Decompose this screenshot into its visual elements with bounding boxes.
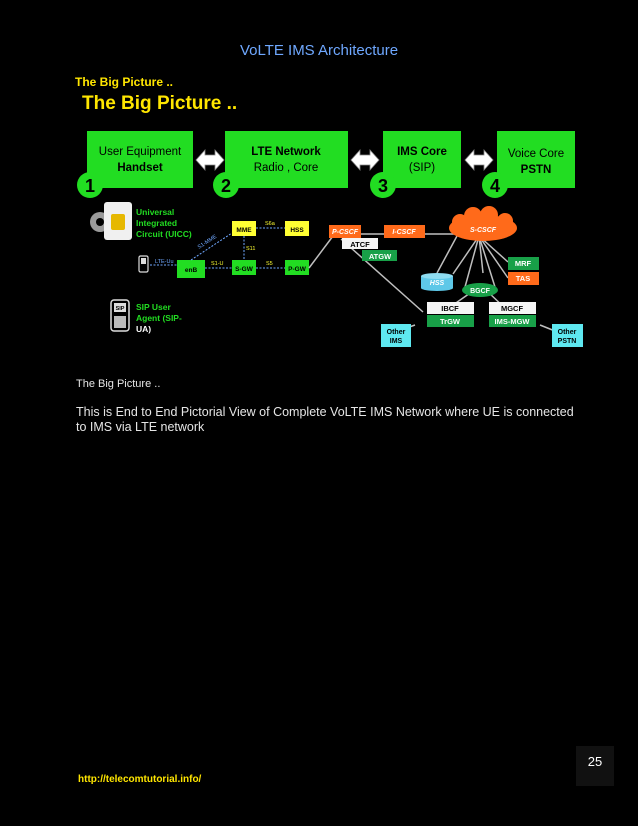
box-ims-core-line1: IMS Core [397, 146, 447, 158]
other-ims-line2: IMS [390, 338, 403, 345]
node-trgw: TrGW [440, 317, 461, 326]
box-lte-network-line2: Radio , Core [254, 162, 319, 174]
s-cscf-cloud [449, 206, 517, 241]
node-mrf: MRF [515, 259, 532, 268]
iface-s11: S11 [246, 246, 255, 252]
uicc-label-line3: Circuit (UICC) [136, 229, 192, 239]
step-number-4: 4 [490, 176, 500, 196]
bidirectional-arrow-icons [195, 148, 494, 172]
box-voice-core-line2: PSTN [521, 164, 552, 176]
sip-phone-icon: SIP [110, 299, 130, 332]
sip-ua-label-line3: UA) [136, 324, 151, 334]
node-p-cscf: P-CSCF [332, 229, 359, 236]
double-arrow-icon-3 [464, 148, 494, 172]
uicc-label-line2: Integrated [136, 218, 177, 228]
node-hss-ims: HSS [430, 280, 445, 287]
hss-cylinder [421, 273, 453, 291]
node-mgcf: MGCF [501, 304, 523, 313]
node-mme: MME [236, 227, 252, 234]
node-ibcf: IBCF [441, 304, 459, 313]
mobile-phone-icon [138, 255, 149, 273]
box-lte-network-line1: LTE Network [251, 146, 321, 158]
box-voice-core: Voice Core PSTN [497, 131, 575, 188]
iface-lte-uu: LTE-Uu [155, 259, 174, 265]
node-tas: TAS [516, 274, 530, 283]
document-header-title: VoLTE IMS Architecture [239, 42, 399, 59]
node-atcf: ATCF [350, 240, 370, 249]
step-number-circles: 1 2 3 4 [77, 172, 508, 198]
iface-s6a: S6a [265, 221, 276, 227]
footer-url-link[interactable]: http://telecomtutorial.info/ [78, 774, 202, 785]
step-number-2: 2 [221, 176, 231, 196]
box-user-equipment-line2: Handset [117, 162, 163, 174]
iface-s1-u: S1-U [211, 261, 224, 267]
node-pgw: P-GW [288, 266, 307, 273]
box-lte-network: LTE Network Radio , Core [225, 131, 348, 188]
iface-s1-mme: S1-MME [197, 234, 218, 251]
sip-ua-label-line1: SIP User [136, 302, 172, 312]
figure-caption: The Big Picture .. [76, 378, 161, 390]
other-ims-line1: Other [387, 329, 406, 336]
node-ims-mgw: IMS-MGW [495, 317, 531, 326]
node-s-cscf: S-CSCF [470, 227, 497, 234]
volte-architecture-diagram: The Big Picture .. User Equipment Handse… [77, 93, 583, 347]
box-voice-core-line1: Voice Core [508, 148, 564, 160]
sip-icon-text: SIP [116, 306, 125, 312]
node-i-cscf: I-CSCF [392, 229, 416, 236]
node-enb: enB [185, 267, 198, 274]
page-number: 25 [576, 746, 614, 786]
step-number-3: 3 [378, 176, 388, 196]
node-sgw: S-GW [235, 266, 254, 273]
box-user-equipment: User Equipment Handset [87, 131, 193, 188]
node-atgw: ATGW [369, 252, 392, 261]
iface-s5: S5 [266, 261, 273, 267]
sip-ua-label-line2: Agent (SIP- [136, 313, 182, 323]
box-ims-core: IMS Core (SIP) [383, 131, 461, 188]
box-ims-core-line2: (SIP) [409, 162, 435, 174]
body-paragraph: This is End to End Pictorial View of Com… [76, 405, 574, 434]
section-title: The Big Picture .. [75, 75, 174, 89]
uicc-label-line1: Universal [136, 207, 174, 217]
step-number-1: 1 [85, 176, 95, 196]
diagram-heading: The Big Picture .. [82, 93, 237, 114]
other-pstn-line1: Other [558, 329, 577, 336]
node-bgcf: BGCF [470, 288, 491, 295]
box-user-equipment-line1: User Equipment [99, 146, 182, 158]
double-arrow-icon-2 [350, 148, 380, 172]
gear-sim-icon [90, 202, 132, 240]
other-pstn-line2: PSTN [558, 338, 577, 345]
node-hss-lte: HSS [290, 227, 304, 234]
double-arrow-icon-1 [195, 148, 225, 172]
